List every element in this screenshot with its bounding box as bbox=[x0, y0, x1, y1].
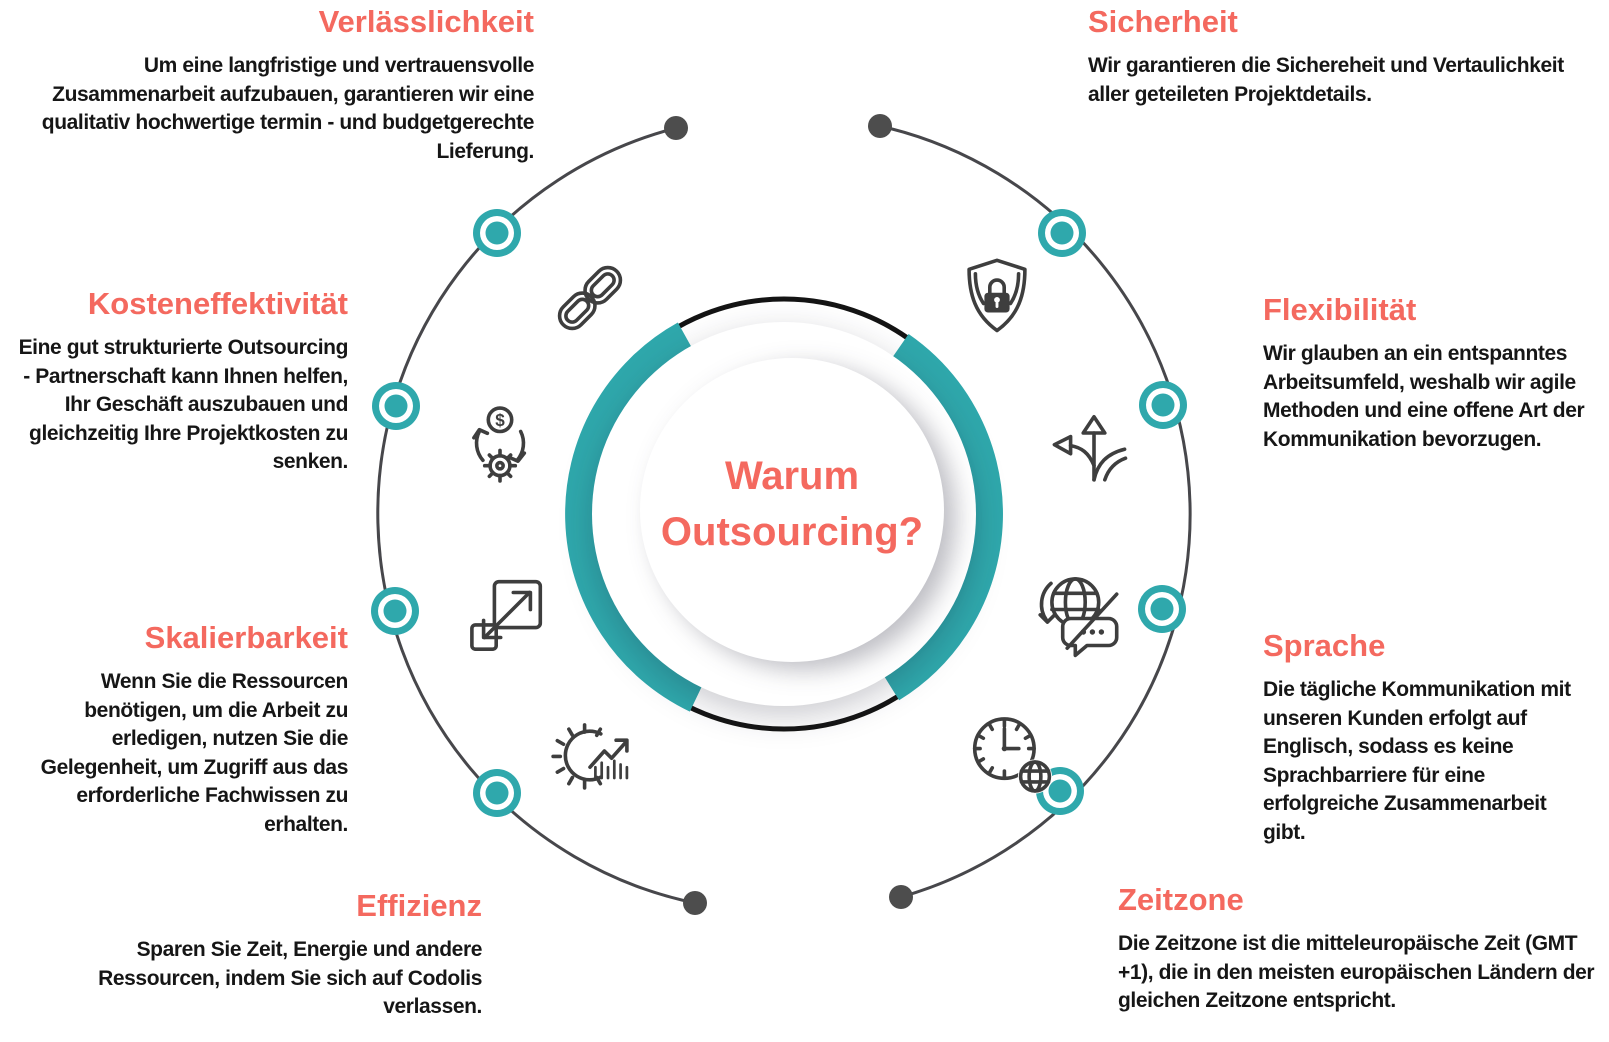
expand-squares-icon bbox=[470, 579, 543, 651]
section-body: Wenn Sie die Ressourcen benötigen, um di… bbox=[40, 670, 349, 836]
orbit-end-dot bbox=[683, 891, 707, 915]
orbit-path bbox=[376, 114, 1192, 915]
shield-lock-icon bbox=[967, 258, 1027, 333]
section-title: Kosteneffektivität bbox=[87, 286, 348, 321]
orbit-node-marker bbox=[1038, 209, 1086, 257]
section-body: Die Zeitzone ist die mitteleuropäische Z… bbox=[1118, 932, 1595, 1013]
globe-chat-icon bbox=[1038, 577, 1119, 658]
section-sprache: Sprache Die tägliche Kommunikation mit u… bbox=[1263, 628, 1583, 847]
orbit-node-marker bbox=[473, 769, 521, 817]
section-body: Sparen Sie Zeit, Energie und andere Ress… bbox=[98, 938, 482, 1019]
three-way-arrows-icon bbox=[1052, 415, 1128, 482]
orbit-end-dot bbox=[664, 116, 688, 140]
section-skalierbarkeit: Skalierbarkeit Wenn Sie die Ressourcen b… bbox=[33, 620, 349, 839]
orbit-node-marker bbox=[1138, 585, 1186, 633]
chain-link-icon bbox=[557, 265, 623, 331]
section-title: Verlässlichkeit bbox=[318, 4, 534, 39]
section-title: Effizienz bbox=[356, 888, 482, 923]
orbit-node-marker bbox=[1139, 381, 1187, 429]
clock-globe-icon bbox=[972, 717, 1053, 794]
section-flexibilitaet: Flexibilität Wir glauben an ein entspann… bbox=[1263, 292, 1599, 454]
section-kosteneffektivitaet: Kosteneffektivität Eine gut strukturiert… bbox=[8, 286, 349, 477]
section-title: Zeitzone bbox=[1118, 882, 1244, 917]
section-title: Sprache bbox=[1263, 628, 1386, 663]
orbit-node-marker bbox=[371, 587, 419, 635]
section-effizienz: Effizienz Sparen Sie Zeit, Energie und a… bbox=[50, 888, 482, 1022]
orbit-end-dot bbox=[868, 114, 892, 138]
dollar-cycle-gear-icon: $ bbox=[472, 406, 527, 483]
section-body: Wir garantieren die Sichereheit und Vert… bbox=[1088, 54, 1564, 106]
orbit-node-marker bbox=[473, 209, 521, 257]
section-body: Um eine langfristige und vertrauensvolle… bbox=[41, 54, 535, 163]
orbit-node-marker bbox=[372, 382, 420, 430]
center-rings bbox=[565, 296, 1003, 732]
orbit-end-dot bbox=[889, 885, 913, 909]
section-title: Skalierbarkeit bbox=[144, 620, 348, 655]
section-body: Eine gut strukturierte Outsourcing - Par… bbox=[18, 336, 349, 474]
section-body: Die tägliche Kommunikation mit unseren K… bbox=[1263, 678, 1571, 844]
section-body: Wir glauben an ein entspanntes Arbeitsum… bbox=[1263, 342, 1585, 451]
gear-chart-icon bbox=[551, 723, 629, 790]
svg-text:$: $ bbox=[495, 411, 505, 430]
center-title: Warum Outsourcing? bbox=[660, 454, 924, 554]
section-title: Sicherheit bbox=[1088, 4, 1238, 39]
section-title: Flexibilität bbox=[1263, 292, 1417, 327]
section-verlaesslichkeit: Verlässlichkeit Um eine langfristige und… bbox=[14, 4, 535, 166]
section-sicherheit: Sicherheit Wir garantieren die Sicherehe… bbox=[1088, 4, 1578, 109]
section-zeitzone: Zeitzone Die Zeitzone ist die mitteleuro… bbox=[1118, 882, 1596, 1016]
